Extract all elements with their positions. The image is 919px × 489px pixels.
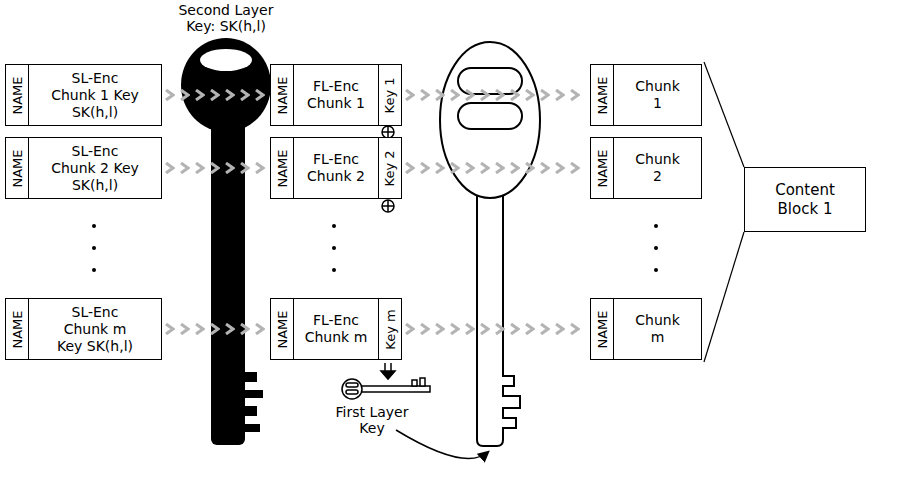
key-strip: Key 2 xyxy=(378,138,401,198)
chunk-body: FL-Enc Chunk 2 xyxy=(294,138,378,198)
name-label: NAME xyxy=(275,149,290,187)
chunk-label: SL-Enc Chunk 1 Key SK(h,l) xyxy=(49,70,141,121)
chunk-body: Chunk 1 xyxy=(614,65,701,125)
name-strip: NAME xyxy=(6,138,29,198)
double-arrow xyxy=(381,363,395,379)
continuation-dots xyxy=(92,224,658,272)
chunk-box: NAME SL-Enc Chunk m Key SK(h,l) xyxy=(5,298,162,360)
chunk-box: NAME FL-Enc Chunk 1 Key 1 xyxy=(270,64,402,126)
name-label: NAME xyxy=(10,310,25,348)
name-strip: NAME xyxy=(271,138,294,198)
chunk-box: NAME FL-Enc Chunk 2 Key 2 xyxy=(270,137,402,199)
name-label: NAME xyxy=(275,76,290,114)
chevron-arrow xyxy=(410,329,575,330)
name-label: NAME xyxy=(275,310,290,348)
chevron-arrow xyxy=(170,329,260,330)
key-caption: Second Layer Key: SK(h,l) xyxy=(171,2,281,34)
name-strip: NAME xyxy=(271,65,294,125)
chunk-box: NAME Chunk 1 xyxy=(590,64,702,126)
block-label: Content Block 1 xyxy=(755,181,855,219)
chunk-label: SL-Enc Chunk m Key SK(h,l) xyxy=(49,304,141,355)
key-label: Key 2 xyxy=(383,150,398,186)
chunk-body: SL-Enc Chunk 2 Key SK(h,l) xyxy=(29,138,161,198)
key-caption: First Layer Key xyxy=(327,404,417,436)
name-label: NAME xyxy=(595,149,610,187)
chunk-label: Chunk m xyxy=(633,312,683,346)
chunk-label: Chunk 1 xyxy=(633,78,683,112)
chunk-body: SL-Enc Chunk m Key SK(h,l) xyxy=(29,299,161,359)
second-layer-key xyxy=(181,38,271,445)
key-strip: Key 1 xyxy=(378,65,401,125)
name-strip: NAME xyxy=(6,65,29,125)
key-label: Key 1 xyxy=(383,77,398,113)
chunk-body: Chunk 2 xyxy=(614,138,701,198)
chevron-arrow xyxy=(170,95,260,96)
chunk-box: NAME FL-Enc Chunk m Key m xyxy=(270,298,402,360)
name-strip: NAME xyxy=(591,65,614,125)
content-block: Content Block 1 xyxy=(744,167,866,232)
chunk-box: NAME SL-Enc Chunk 1 Key SK(h,l) xyxy=(5,64,162,126)
chunk-body: SL-Enc Chunk 1 Key SK(h,l) xyxy=(29,65,161,125)
small-key xyxy=(342,378,430,399)
curved-arrow xyxy=(396,430,488,458)
name-label: NAME xyxy=(595,76,610,114)
chunk-label: FL-Enc Chunk 2 xyxy=(300,151,372,185)
key-strip: Key m xyxy=(378,299,401,359)
chunk-box: NAME Chunk 2 xyxy=(590,137,702,199)
chevron-arrow xyxy=(170,168,260,169)
chunk-body: FL-Enc Chunk 1 xyxy=(294,65,378,125)
first-layer-key xyxy=(440,42,540,446)
name-strip: NAME xyxy=(6,299,29,359)
name-label: NAME xyxy=(595,310,610,348)
chunk-body: Chunk m xyxy=(614,299,701,359)
chunk-label: FL-Enc Chunk 1 xyxy=(300,78,372,112)
chevron-arrow xyxy=(410,95,575,96)
name-label: NAME xyxy=(10,149,25,187)
chunk-box: NAME SL-Enc Chunk 2 Key SK(h,l) xyxy=(5,137,162,199)
name-label: NAME xyxy=(10,76,25,114)
chunk-body: FL-Enc Chunk m xyxy=(294,299,378,359)
chunk-label: FL-Enc Chunk m xyxy=(300,312,372,346)
key-label: Key m xyxy=(383,309,398,349)
chunk-box: NAME Chunk m xyxy=(590,298,702,360)
name-strip: NAME xyxy=(591,138,614,198)
chunk-label: SL-Enc Chunk 2 Key SK(h,l) xyxy=(49,143,141,194)
name-strip: NAME xyxy=(591,299,614,359)
name-strip: NAME xyxy=(271,299,294,359)
chunk-label: Chunk 2 xyxy=(633,151,683,185)
bracket xyxy=(704,62,744,362)
chevron-arrow xyxy=(410,168,575,169)
